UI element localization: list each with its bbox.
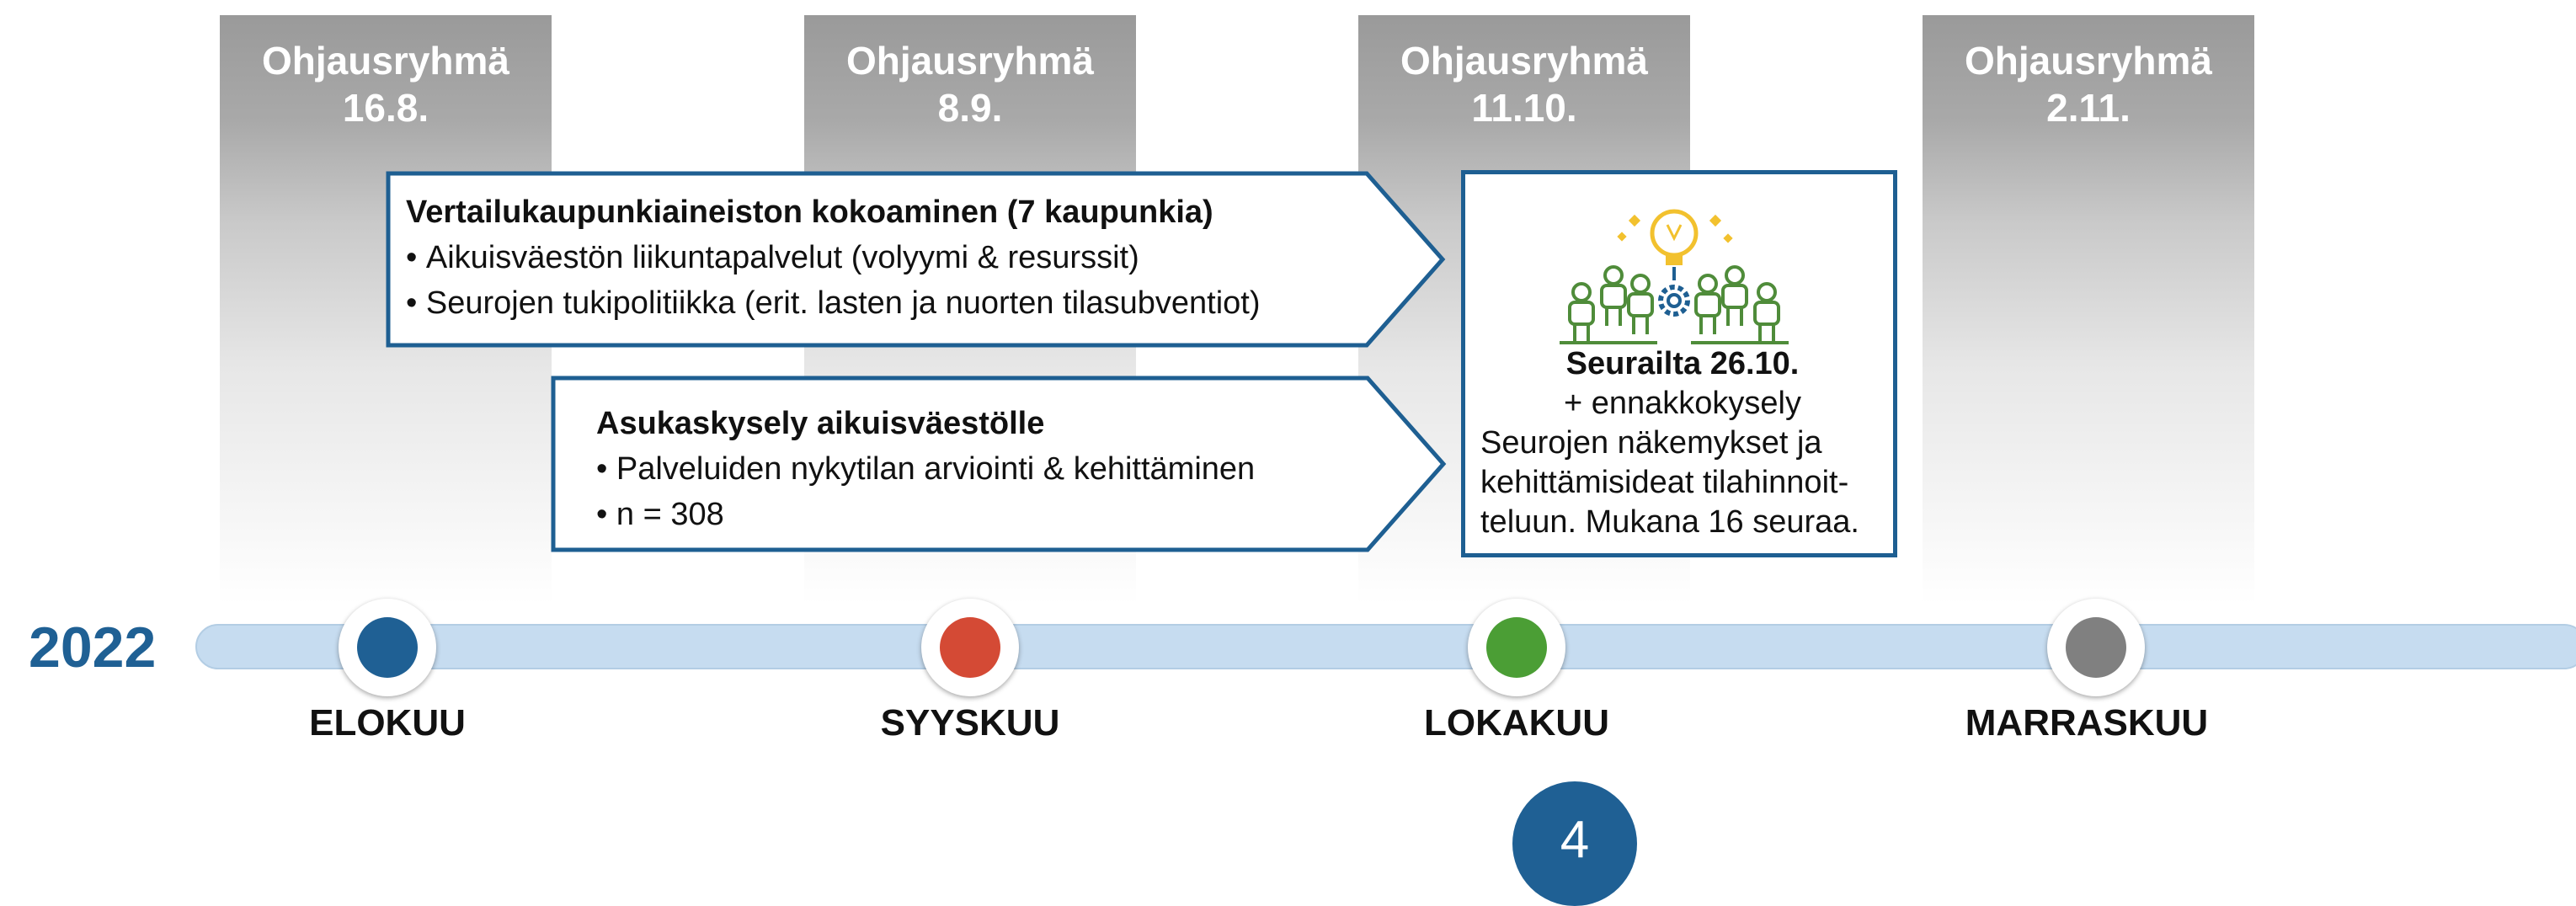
event-line: kehittämisideat tilahinnoit- — [1480, 465, 1849, 500]
task-bullet: n = 308 — [596, 492, 1255, 537]
task-bullet: Palveluiden nykytilan arviointi & kehitt… — [596, 446, 1255, 492]
steering-column-4: Ohjausryhmä 2.11. — [1923, 15, 2254, 605]
event-title: Seurailta 26.10. — [1565, 346, 1800, 381]
page-number-badge: 4 — [1512, 781, 1637, 906]
timeline-node-august — [339, 599, 436, 696]
task-bullet: Aikuisväestön liikuntapalvelut (volyymi … — [406, 235, 1261, 280]
timeline-dot — [357, 617, 418, 678]
steering-label-2: Ohjausryhmä 8.9. — [846, 39, 1094, 130]
year-label: 2022 — [29, 616, 157, 680]
event-box-seurailta: Seurailta 26.10. + ennakkokysely Seuroje… — [1461, 170, 1897, 557]
timeline-track — [195, 624, 2576, 669]
task-arrow-survey: Asukaskysely aikuisväestölle Palveluiden… — [551, 376, 1447, 552]
ideas-people-lightbulb-icon — [1560, 209, 1789, 344]
event-line: + ennakkokysely — [1564, 386, 1801, 421]
task-arrow-benchmark: Vertailukaupunkiaineiston kokoaminen (7 … — [386, 171, 1447, 348]
month-label-september: SYYSKUU — [880, 702, 1060, 743]
event-text: Seurailta 26.10. + ennakkokysely Seuroje… — [1480, 344, 1885, 542]
timeline-node-november — [2047, 599, 2145, 696]
steering-label-3: Ohjausryhmä 11.10. — [1400, 39, 1648, 130]
month-label-august: ELOKUU — [309, 702, 466, 743]
month-label-october: LOKAKUU — [1424, 702, 1609, 743]
timeline-dot — [2066, 617, 2126, 678]
steering-label-4: Ohjausryhmä 2.11. — [1965, 39, 2212, 130]
timeline-node-september — [921, 599, 1019, 696]
month-label-november: MARRASKUU — [1965, 702, 2209, 743]
task-text-benchmark: Vertailukaupunkiaineiston kokoaminen (7 … — [406, 189, 1261, 326]
task-text-survey: Asukaskysely aikuisväestölle Palveluiden… — [596, 401, 1255, 537]
event-line: teluun. Mukana 16 seuraa. — [1480, 504, 1859, 540]
timeline-dot — [940, 617, 1000, 678]
task-bullet: Seurojen tukipolitiikka (erit. lasten ja… — [406, 280, 1261, 326]
timeline-node-october — [1468, 599, 1565, 696]
event-line: Seurojen näkemykset ja — [1480, 425, 1822, 461]
task-title-benchmark: Vertailukaupunkiaineiston kokoaminen (7 … — [406, 195, 1213, 230]
task-title-survey: Asukaskysely aikuisväestölle — [596, 406, 1045, 441]
timeline-dot — [1486, 617, 1547, 678]
steering-label-1: Ohjausryhmä 16.8. — [262, 39, 509, 130]
